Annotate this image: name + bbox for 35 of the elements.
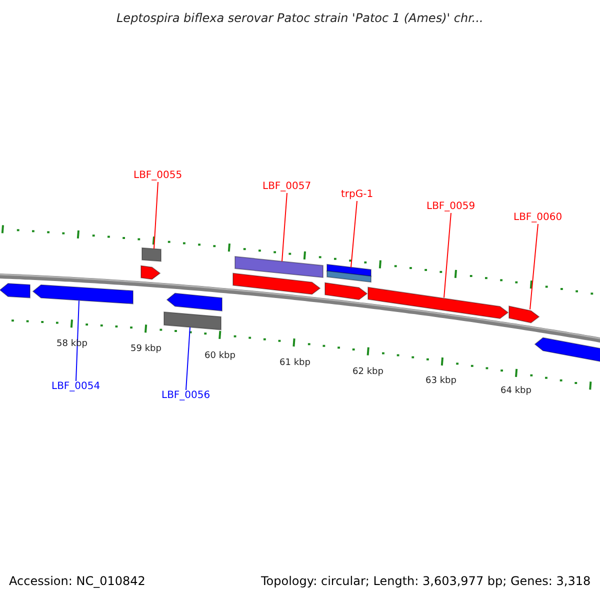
leader-line [76, 300, 80, 382]
gene-feature [140, 265, 161, 280]
feature-bar [326, 270, 372, 283]
leader-line [530, 224, 538, 310]
gene-label: LBF_0056 [162, 391, 210, 401]
gene-label: trpG-1 [341, 190, 374, 200]
gene-feature [508, 305, 540, 324]
gene-feature [534, 337, 600, 364]
gene-label: LBF_0057 [262, 182, 312, 192]
summary-text: Topology: circular; Length: 3,603,977 bp; Genes: 3,318 [261, 575, 591, 587]
scale-label: 59 kbp [130, 344, 162, 354]
feature-bar [142, 247, 162, 262]
scale-label: 61 kbp [280, 358, 310, 368]
gene-feature [166, 292, 222, 312]
scale-label: 64 kbp [500, 386, 532, 396]
title: Leptospira biflexa serovar Patoc strain 'Patoc 1 (Ames)' chr... [116, 12, 484, 24]
leader-line [154, 182, 158, 250]
gene-label: LBF_0059 [426, 202, 476, 212]
gene-feature [324, 282, 368, 300]
scale-label: 60 kbp [204, 352, 236, 360]
leader-line [350, 200, 358, 268]
gene-feature [232, 272, 321, 295]
accession-text: Accession: NC_010842 [9, 575, 146, 587]
gene-feature [368, 286, 509, 320]
scale-label: 62 kbp [352, 368, 384, 376]
feature-bar [164, 311, 222, 330]
gene-label: LBF_0060 [514, 213, 562, 223]
gene-feature [0, 282, 30, 298]
gene-label: LBF_0055 [134, 171, 182, 181]
leader-line [444, 212, 452, 298]
scale-label: 63 kbp [426, 376, 456, 386]
leader-line [282, 192, 288, 262]
gene-label: LBF_0054 [52, 382, 100, 392]
feature-bar [234, 256, 324, 278]
leader-line [186, 326, 190, 390]
